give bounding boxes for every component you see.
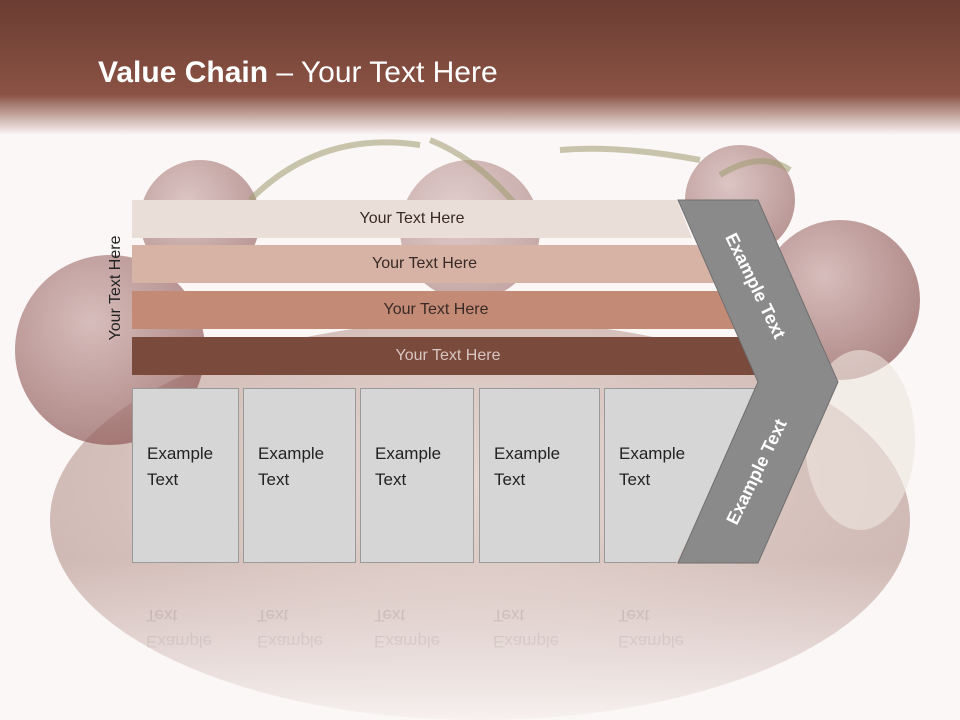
title-bold: Value Chain <box>98 56 269 89</box>
example-box-1: Example Text <box>132 388 239 563</box>
box-reflection-4: Example Text <box>479 566 600 706</box>
title-bar <box>0 0 960 135</box>
value-bar-2: Your Text Here <box>132 245 717 283</box>
box-reflection-3: Example Text <box>360 566 474 706</box>
box-reflection-1: Example Text <box>132 566 239 706</box>
value-bar-1: Your Text Here <box>132 200 692 238</box>
reflection-text: Example Text <box>374 606 441 651</box>
box-reflection-5: Example Text <box>604 566 724 706</box>
value-bar-4: Your Text Here <box>132 337 764 375</box>
box-text: Example Text <box>375 444 442 489</box>
reflection-text: Example Text <box>146 606 213 651</box>
reflection-text: Example Text <box>618 606 685 651</box>
bar-label: Your Text Here <box>383 301 489 318</box>
example-box-4: Example Text <box>479 388 600 563</box>
slide-title: Value Chain – Your Text Here <box>98 56 498 90</box>
bar-label: Your Text Here <box>395 347 501 364</box>
example-box-2: Example Text <box>243 388 356 563</box>
bar-label: Your Text Here <box>359 210 465 227</box>
value-bar-3: Your Text Here <box>132 291 740 329</box>
reflection-text: Example Text <box>257 606 324 651</box>
example-box-3: Example Text <box>360 388 474 563</box>
box-text: Example Text <box>147 444 214 489</box>
box-text: Example Text <box>619 444 686 489</box>
reflection-text: Example Text <box>493 606 560 651</box>
box-text: Example Text <box>258 444 325 489</box>
title-rest: – Your Text Here <box>268 56 498 89</box>
box-reflection-2: Example Text <box>243 566 356 706</box>
box-text: Example Text <box>494 444 561 489</box>
bar-label: Your Text Here <box>372 255 477 272</box>
